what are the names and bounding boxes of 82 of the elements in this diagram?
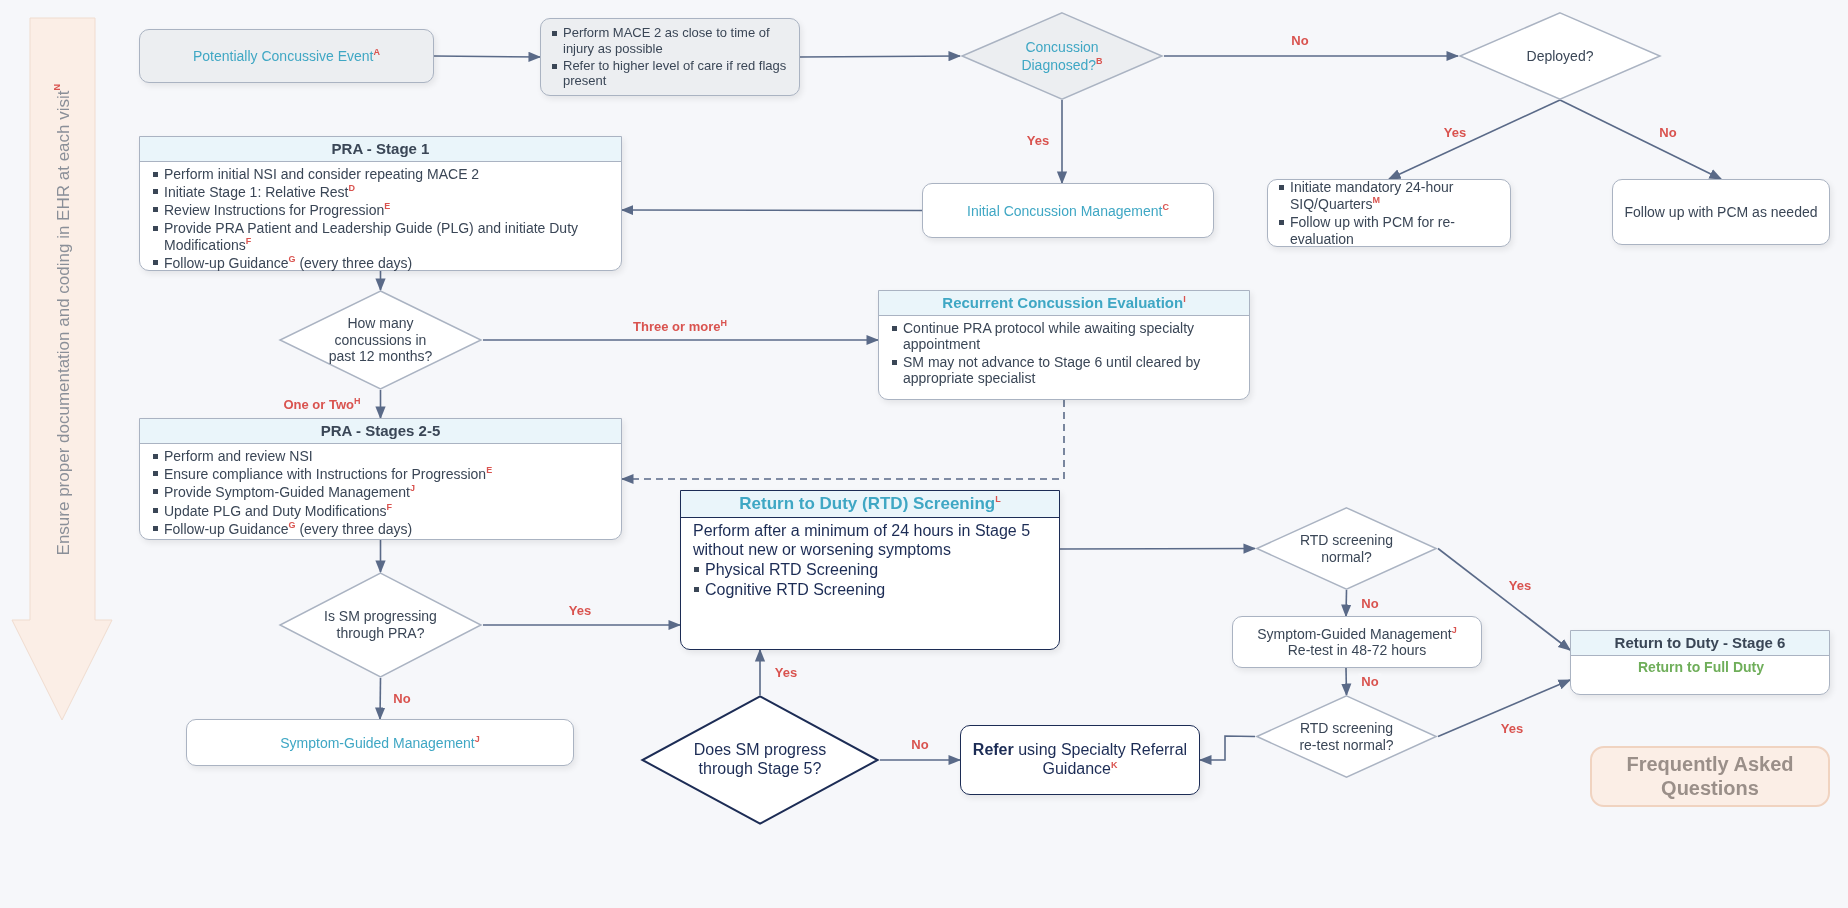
box-heading: Return to Duty (RTD) Screening$^{L}$ xyxy=(681,491,1059,519)
body-text: Perform after a minimum of 24 hours in Stage 5 without new or worsening symptoms xyxy=(693,522,1032,560)
bullet-item: Follow up with PCM for re-evaluation xyxy=(1278,214,1500,248)
faq-button: Frequently Asked Questions xyxy=(1590,746,1830,807)
process-box xyxy=(139,418,622,540)
node-text: Symptom-Guided Management$^{J}$ xyxy=(279,733,481,752)
arrow xyxy=(375,389,386,420)
node-text: Deployed? xyxy=(1526,47,1594,65)
box-heading: Recurrent Concussion Evaluation$^{I}$ xyxy=(879,291,1249,316)
process-box xyxy=(960,725,1200,795)
decision-diamond xyxy=(1255,695,1438,778)
arrow xyxy=(482,334,880,346)
bullet-item: Refer to higher level of care if red flags present xyxy=(551,58,789,89)
arrow xyxy=(433,51,542,62)
decision-diamond xyxy=(640,695,880,825)
node-text: Concussion Diagnosed?$^{B}$ xyxy=(1020,39,1104,73)
node-text: Symptom-Guided Management$^{J}$ xyxy=(1256,625,1458,643)
arrow xyxy=(879,754,962,766)
node-text: Refer using Specialty Referral Guidance$^{K}$ xyxy=(971,740,1189,780)
bullet-item: Cognitive RTD Screening xyxy=(693,580,1049,600)
node-text: Potentially Concussive Event$^{A}$ xyxy=(191,47,381,65)
arrow xyxy=(375,539,386,574)
decision-diamond xyxy=(1458,12,1662,100)
arrow xyxy=(799,50,962,62)
bullet-item: Follow-up Guidance$^{G}$ (every three days) xyxy=(152,254,611,272)
bullet-item: Follow-up Guidance$^{G}$ (every three days) xyxy=(152,519,611,537)
arrow xyxy=(375,270,386,292)
bullet-item: Provide Symptom-Guided Management$^{J}$ xyxy=(152,483,611,501)
arrow xyxy=(620,204,923,216)
decision-diamond xyxy=(1255,507,1438,590)
node-text: RTD screening re-test normal? xyxy=(1298,720,1395,753)
bullet-item: Ensure compliance with Instructions for Progression$^{E}$ xyxy=(152,465,611,483)
node-text: Follow up with PCM as needed xyxy=(1623,203,1819,221)
bullet-item: SM may not advance to Stage 6 until cleared by appropriate specialist xyxy=(891,353,1239,387)
arrow xyxy=(482,619,682,631)
node-text: Initial Concussion Management$^{C}$ xyxy=(966,201,1170,220)
process-box xyxy=(680,490,1060,650)
arrow xyxy=(1437,679,1572,738)
box-heading: PRA - Stages 2-5 xyxy=(140,419,621,444)
process-box xyxy=(1267,179,1511,247)
bullet-item: Initiate mandatory 24-hour SIQ/Quarters$^{M}$ xyxy=(1278,178,1500,213)
node-text: RTD screening normal? xyxy=(1298,532,1395,565)
arrow xyxy=(1559,99,1723,180)
arrow xyxy=(1341,667,1352,697)
bullet-item: Perform initial NSI and consider repeating MACE 2 xyxy=(152,165,611,183)
process-box xyxy=(1570,630,1830,695)
node-text: Is SM progressing through PRA? xyxy=(323,608,438,642)
body-text: Return to Full Duty xyxy=(1637,658,1765,676)
process-box xyxy=(878,290,1250,400)
node-text: How many concussions in past 12 months? xyxy=(327,315,434,365)
process-box xyxy=(1232,616,1482,668)
process-box xyxy=(922,183,1214,238)
bullet-item: Continue PRA protocol while awaiting specialty appointment xyxy=(891,319,1239,353)
node-text: Does SM progress through Stage 5? xyxy=(692,741,828,779)
bullet-item: Perform MACE 2 as close to time of injury as possible xyxy=(551,25,789,56)
process-box xyxy=(540,18,800,96)
arrow xyxy=(754,648,766,696)
arrow xyxy=(375,677,386,721)
bullet-item: Initiate Stage 1: Relative Rest$^{D}$ xyxy=(152,183,611,201)
arrow xyxy=(1163,50,1460,62)
process-box xyxy=(186,719,574,766)
decision-diamond xyxy=(278,290,483,390)
process-box xyxy=(139,136,622,271)
decision-diamond xyxy=(278,572,483,678)
arrow xyxy=(1341,589,1352,618)
bullet-item: Physical RTD Screening xyxy=(693,560,1049,580)
node-text: Re-test in 48-72 hours xyxy=(1286,642,1428,659)
process-box xyxy=(139,29,434,83)
arrow xyxy=(1437,547,1571,651)
process-box xyxy=(1612,179,1830,245)
bullet-item: Provide PRA Patient and Leadership Guide (PLG) and initiate Duty Modifications$^{F}$ xyxy=(152,219,611,254)
bullet-item: Update PLG and Duty Modifications$^{F}$ xyxy=(152,501,611,519)
bullet-item: Perform and review NSI xyxy=(152,447,611,465)
arrow xyxy=(620,399,1065,485)
bullet-item: Review Instructions for Progression$^{E}$ xyxy=(152,201,611,219)
arrow xyxy=(1387,99,1561,180)
arrow xyxy=(1198,735,1256,766)
arrow xyxy=(1059,543,1257,554)
box-heading: Return to Duty - Stage 6 xyxy=(1571,631,1829,656)
box-heading: PRA - Stage 1 xyxy=(140,137,621,162)
decision-diamond xyxy=(960,12,1164,100)
arrow xyxy=(1056,99,1068,185)
